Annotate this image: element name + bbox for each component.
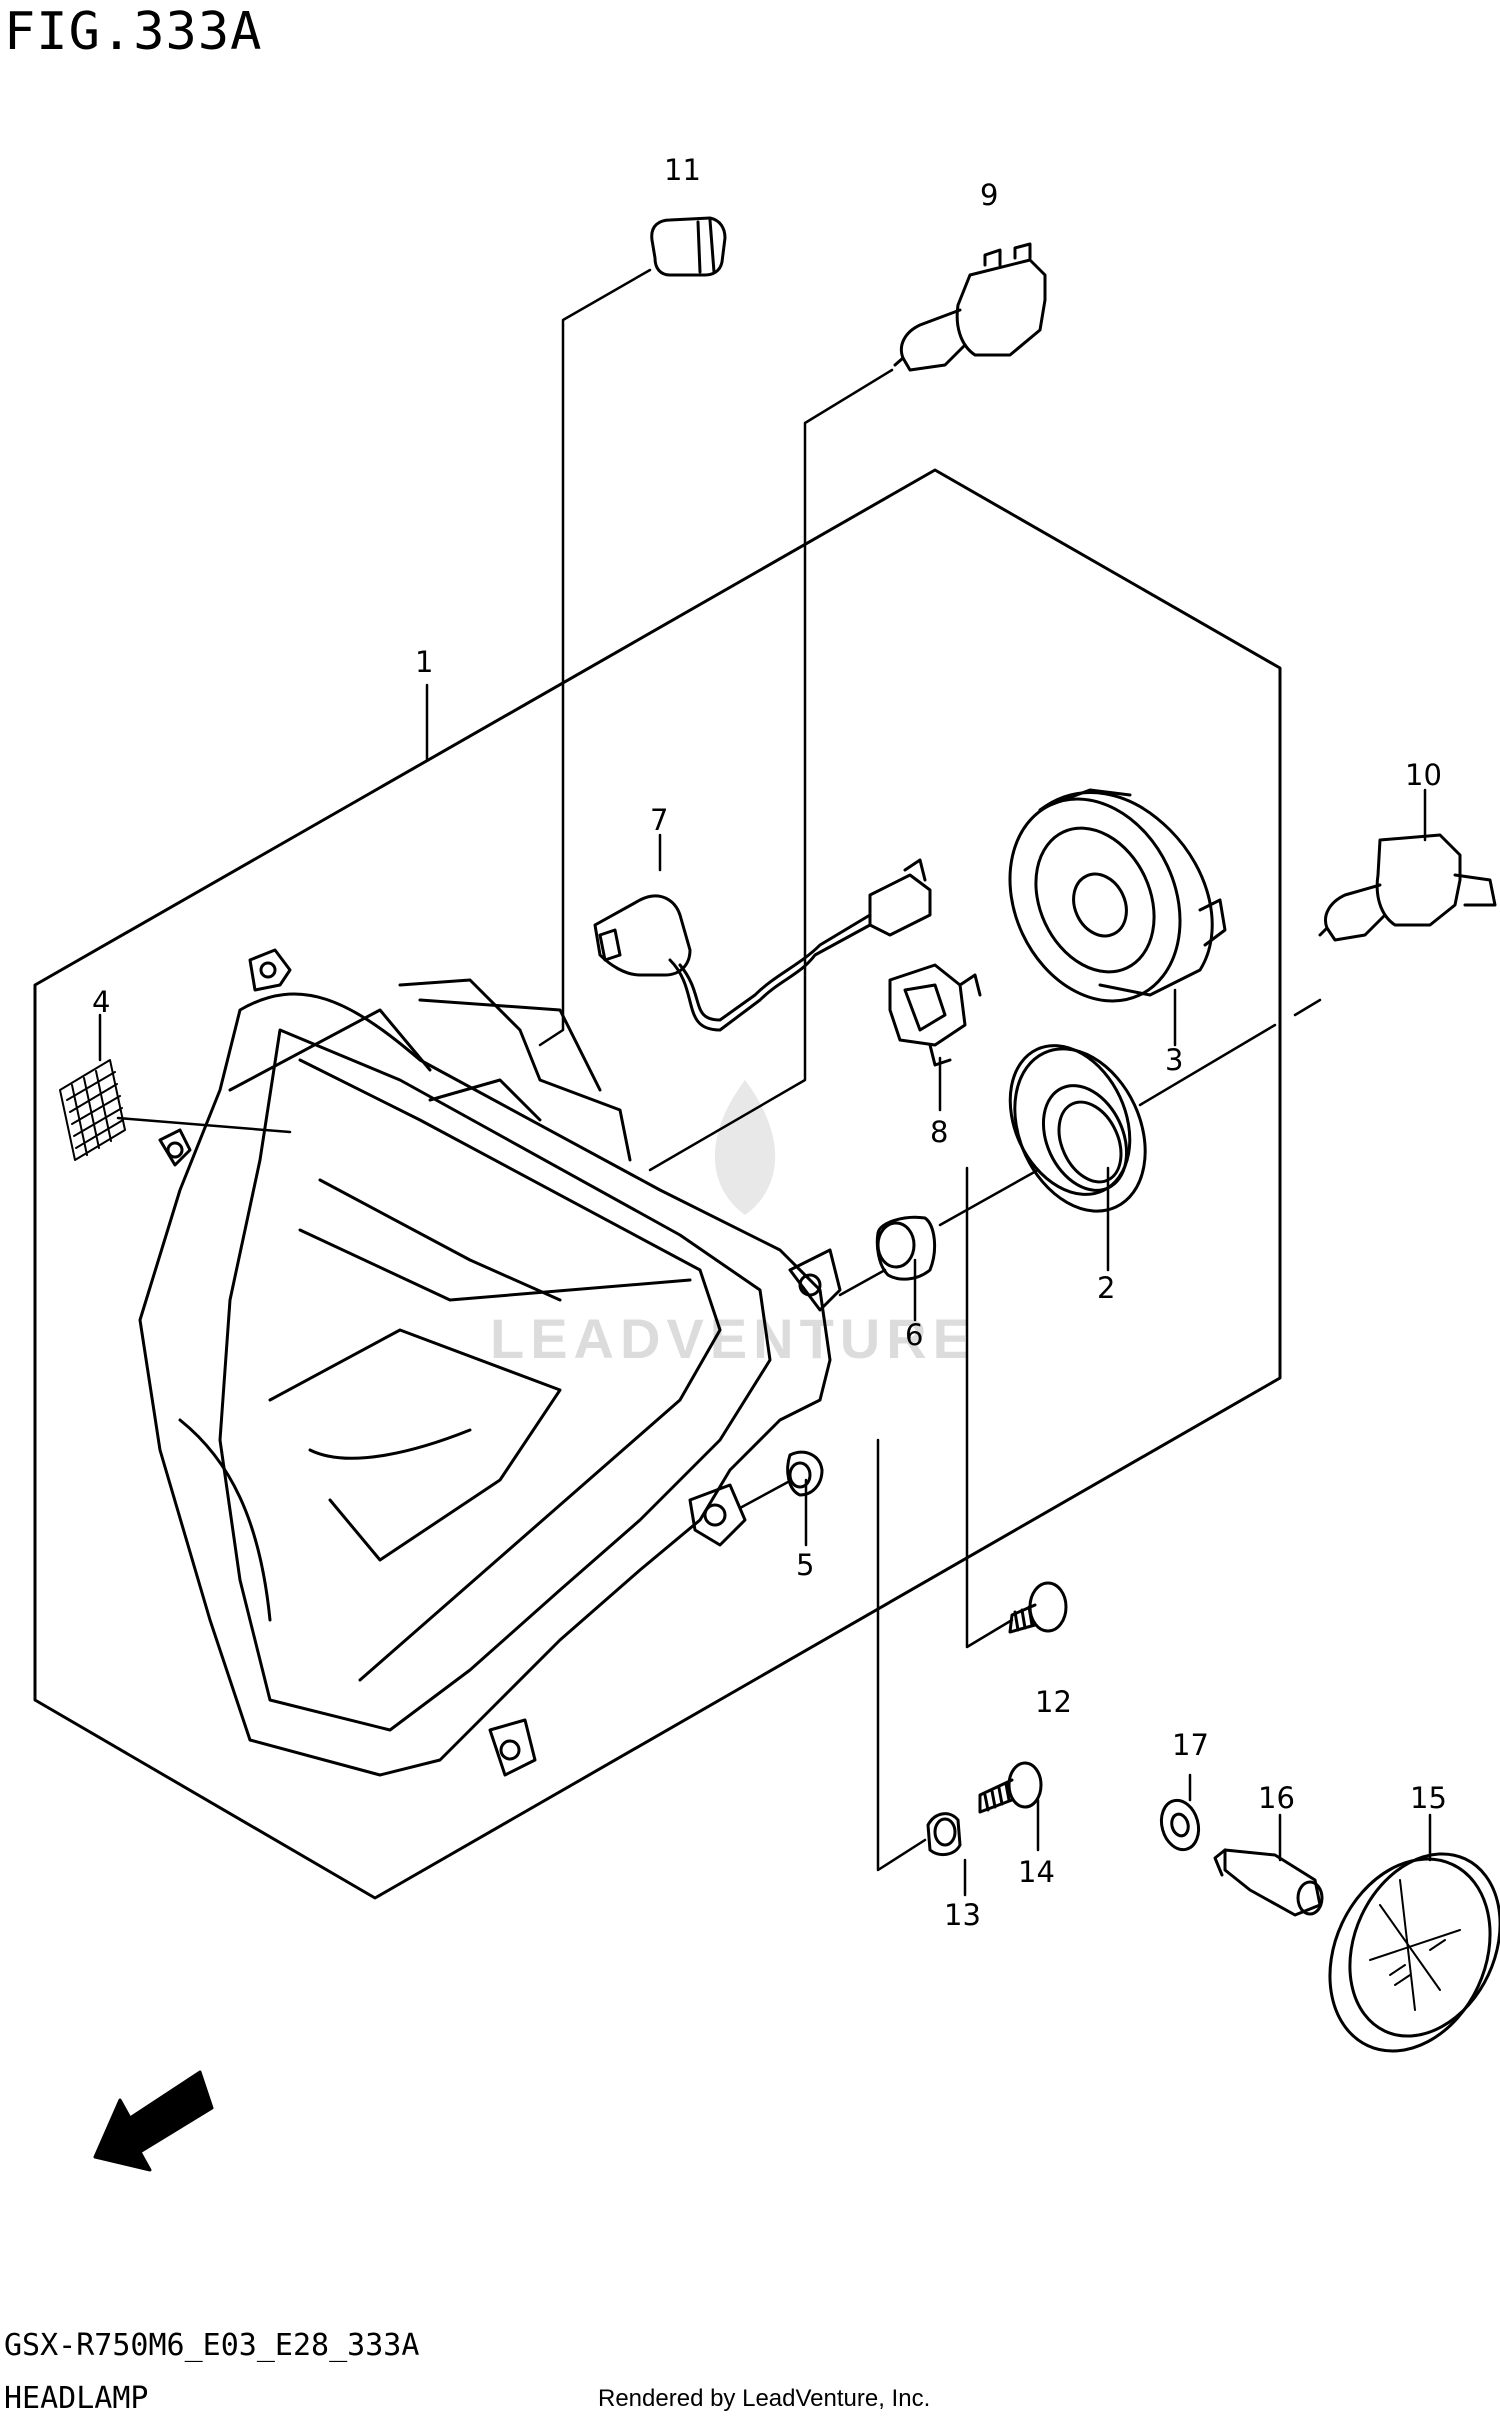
assembly-outline (33, 468, 1282, 1900)
callout-14: 14 (1018, 1855, 1055, 1889)
grommet-small (786, 1450, 824, 1497)
fwd-arrow: FWD (93, 2070, 214, 2172)
callout-12: 12 (1035, 1685, 1072, 1719)
bulb-socket (593, 858, 932, 1032)
callout-13: 13 (944, 1898, 981, 1932)
aiming-cover-15 (1328, 1852, 1500, 2053)
callout-11: 11 (664, 153, 701, 187)
callout-numbers: 1 2 3 4 5 6 7 8 9 10 11 12 13 14 15 16 1… (92, 153, 1447, 1932)
callout-9: 9 (980, 178, 998, 212)
callout-15: 15 (1410, 1781, 1447, 1815)
socket-connector (888, 963, 982, 1067)
callout-17: 17 (1172, 1728, 1209, 1762)
figure-name: HEADLAMP (4, 2381, 149, 2416)
screw-12 (1008, 1581, 1068, 1634)
callout-5: 5 (796, 1548, 814, 1582)
collar-13 (926, 1812, 962, 1857)
small-wedge-bulb (650, 216, 727, 277)
callout-2: 2 (1097, 1271, 1115, 1305)
halogen-bulb-h11 (1318, 833, 1497, 942)
callout-7: 7 (650, 803, 668, 837)
figure-code: GSX-R750M6_E03_E28_333A (4, 2328, 420, 2363)
headlamp-housing (138, 948, 842, 1777)
spacer-16 (1213, 1848, 1324, 1917)
figure-title: FIG.333A (4, 2, 263, 62)
washer-17 (1159, 1798, 1201, 1852)
reflector-patch (59, 1059, 126, 1161)
callout-16: 16 (1258, 1781, 1295, 1815)
rear-dust-cover (1008, 788, 1227, 1003)
rendered-by-credit: Rendered by LeadVenture, Inc. (598, 2385, 931, 2412)
callout-3: 3 (1165, 1043, 1183, 1077)
callout-6: 6 (905, 1318, 923, 1352)
seal-gasket (1008, 1044, 1147, 1213)
callout-4: 4 (92, 985, 110, 1019)
screw-14 (978, 1761, 1043, 1814)
leader-lines (98, 268, 1432, 1897)
grommet-large (875, 1215, 937, 1281)
callout-8: 8 (930, 1115, 948, 1149)
callout-10: 10 (1405, 758, 1442, 792)
halogen-bulb-h7 (893, 242, 1047, 372)
callout-1: 1 (415, 645, 433, 679)
watermark: LEADVENTURE (490, 1080, 976, 1370)
watermark-text: LEADVENTURE (490, 1307, 976, 1370)
